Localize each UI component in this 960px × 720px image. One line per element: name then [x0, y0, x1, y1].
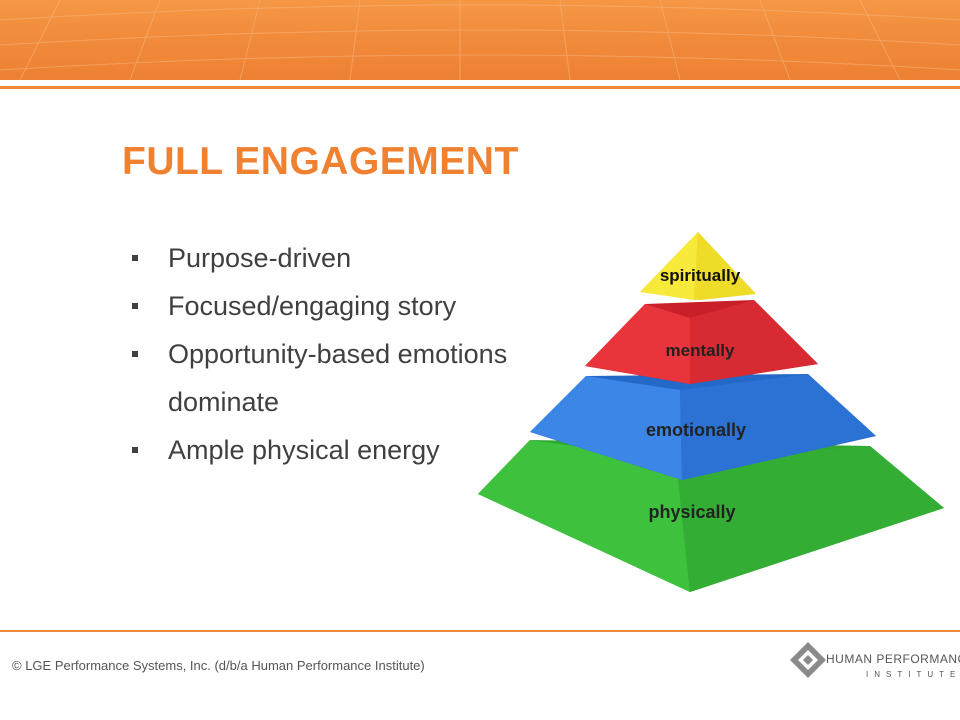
bullet-item: Ample physical energy [128, 426, 507, 474]
pyramid-level-emotionally: emotionally [530, 374, 876, 480]
square-bullet-icon [132, 351, 138, 357]
pyramid-label-spiritually: spiritually [660, 266, 741, 285]
pyramid-label-emotionally: emotionally [646, 420, 746, 440]
bullet-item-continuation: dominate [168, 387, 280, 417]
copyright-text: © LGE Performance Systems, Inc. (d/b/a H… [12, 658, 425, 673]
bullet-item: Opportunity-based emotions [128, 330, 507, 378]
header-rule [0, 86, 960, 89]
square-bullet-icon [132, 255, 138, 261]
hpi-logo-icon [790, 642, 826, 678]
pyramid-level-physically: physically [478, 440, 944, 592]
footer-rule [0, 630, 960, 632]
header-banner [0, 0, 960, 80]
logo-subtitle: INSTITUTE [866, 670, 960, 679]
square-bullet-icon [132, 447, 138, 453]
bullet-list: Purpose-driven Focused/engaging story Op… [128, 234, 507, 474]
bullet-item: Purpose-driven [128, 234, 507, 282]
pyramid-level-spiritually: spiritually [640, 232, 756, 300]
square-bullet-icon [132, 303, 138, 309]
pyramid-label-physically: physically [648, 502, 735, 522]
pyramid-level-mentally: mentally [585, 300, 818, 384]
pyramid-label-mentally: mentally [666, 341, 736, 360]
banner-grid-pattern [0, 0, 960, 80]
bullet-item: Focused/engaging story [128, 282, 507, 330]
slide-title: FULL ENGAGEMENT [122, 140, 519, 183]
logo-wordmark: HUMAN PERFORMANCE® [826, 652, 960, 666]
